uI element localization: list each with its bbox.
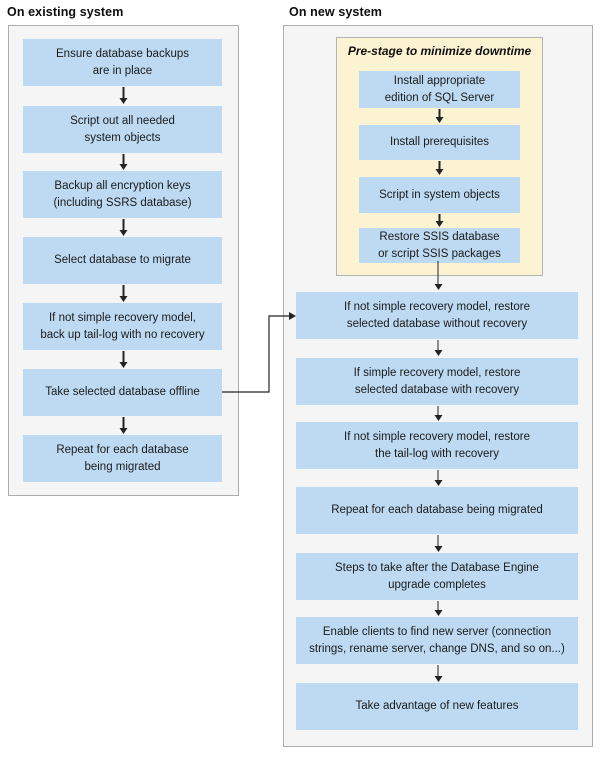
down-arrow-icon	[119, 219, 128, 236]
new-system-panel: Pre-stage to minimize downtime Install a…	[283, 25, 593, 747]
down-arrow-icon	[434, 470, 443, 486]
step-repeat-for-each-database-new: Repeat for each database being migrated	[296, 487, 578, 534]
down-arrow-icon	[119, 154, 128, 170]
step-script-in-system-objects: Script in system objects	[359, 177, 520, 213]
down-arrow-icon	[434, 406, 443, 421]
step-enable-clients-find-server: Enable clients to find new server (conne…	[296, 617, 578, 664]
step-restore-without-recovery: If not simple recovery model, restore se…	[296, 292, 578, 339]
step-ensure-database-backups: Ensure database backups are in place	[23, 39, 222, 86]
step-take-advantage-new-features: Take advantage of new features	[296, 683, 578, 730]
step-install-sql-server: Install appropriate edition of SQL Serve…	[359, 71, 520, 108]
existing-system-panel: Ensure database backups are in place Scr…	[8, 25, 239, 496]
step-take-database-offline: Take selected database offline	[23, 369, 222, 416]
step-restore-tail-log: If not simple recovery model, restore th…	[296, 422, 578, 469]
step-post-upgrade-steps: Steps to take after the Database Engine …	[296, 553, 578, 600]
down-arrow-icon	[434, 261, 443, 290]
new-system-title: On new system	[289, 5, 382, 19]
down-arrow-icon	[119, 417, 128, 434]
prestage-group-title: Pre-stage to minimize downtime	[347, 44, 532, 58]
existing-system-title: On existing system	[7, 5, 124, 19]
step-backup-encryption-keys: Backup all encryption keys (including SS…	[23, 171, 222, 218]
down-arrow-icon	[119, 87, 128, 104]
step-restore-ssis-database: Restore SSIS database or script SSIS pac…	[359, 228, 520, 263]
down-arrow-icon	[434, 535, 443, 552]
down-arrow-icon	[119, 285, 128, 302]
down-arrow-icon	[435, 214, 444, 227]
down-arrow-icon	[434, 601, 443, 616]
step-backup-tail-log: If not simple recovery model, back up ta…	[23, 303, 222, 350]
down-arrow-icon	[435, 161, 444, 175]
down-arrow-icon	[435, 109, 444, 123]
down-arrow-icon	[434, 340, 443, 356]
step-select-database-to-migrate: Select database to migrate	[23, 237, 222, 284]
step-restore-with-recovery: If simple recovery model, restore select…	[296, 358, 578, 405]
down-arrow-icon	[119, 351, 128, 368]
prestage-group: Pre-stage to minimize downtime Install a…	[336, 37, 543, 276]
down-arrow-icon	[434, 665, 443, 682]
step-repeat-for-each-database: Repeat for each database being migrated	[23, 435, 222, 482]
step-script-out-system-objects: Script out all needed system objects	[23, 106, 222, 153]
step-install-prerequisites: Install prerequisites	[359, 125, 520, 160]
